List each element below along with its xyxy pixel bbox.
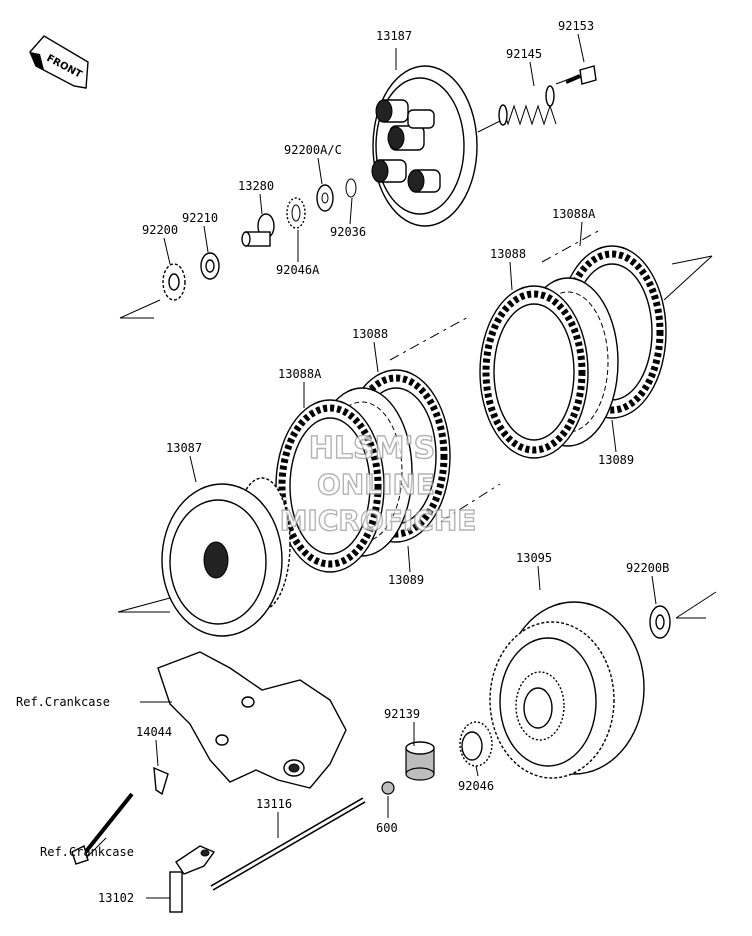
friction-plate-13088-top [479,285,589,459]
label-ref-crankcase-2: Ref.Crankcase [40,845,134,859]
steel-ball-600 [381,781,395,795]
pressure-plate [371,65,478,227]
label-14044: 14044 [136,725,172,739]
release-lever-13102 [169,845,216,913]
label-13088-mid: 13088 [352,327,388,341]
label-13087: 13087 [166,441,202,455]
watermark-line-2: ONLINE [317,468,435,501]
label-13095: 13095 [516,551,552,565]
clamp-14044 [153,766,169,796]
circlip-92036 [345,178,357,198]
watermark-line-1: HLSM'S [309,431,435,466]
sleeve-92139 [405,741,435,781]
watermark: HLSM'S ONLINE MICROFICHE [279,430,477,537]
label-13102: 13102 [98,891,134,905]
label-92200ac: 92200A/C [284,143,342,157]
thrust-washer-92200b [649,605,671,639]
label-13088a-top: 13088A [552,207,596,221]
label-13089-mid: 13089 [388,573,424,587]
label-92153: 92153 [558,19,594,33]
label-13187: 13187 [376,29,412,43]
front-arrow-icon: FRONT [29,35,89,89]
label-13089-right: 13089 [598,453,634,467]
label-92145: 92145 [506,47,542,61]
label-13280: 13280 [238,179,274,193]
lockwasher-92200 [162,263,186,301]
label-ref-crankcase-1: Ref.Crankcase [16,695,110,709]
needle-bearing-92046 [459,721,493,767]
part-labels: 13187 92153 92145 92200A/C 13280 92210 9… [16,19,669,905]
label-92200b: 92200B [626,561,669,575]
label-92200: 92200 [142,223,178,237]
label-92046: 92046 [458,779,494,793]
label-92036: 92036 [330,225,366,239]
label-13116: 13116 [256,797,292,811]
spring-bolt [565,65,597,85]
watermark-line-3: MICROFICHE [280,504,477,537]
clutch-spring [498,85,557,126]
crankcase-bolt [71,792,134,865]
clutch-hub-13087 [161,477,291,637]
label-92139: 92139 [384,707,420,721]
pushrod-13116 [210,797,366,891]
needle-bearing-92046a [286,197,306,229]
label-92210: 92210 [182,211,218,225]
clutch-housing-13095 [489,601,645,779]
friction-plate-13088a-mid [275,399,385,573]
label-92046a: 92046A [276,263,320,277]
assembly-lines [117,77,717,619]
label-13088a-mid: 13088A [278,367,322,381]
leader-lines [85,33,657,899]
label-13088-top: 13088 [490,247,526,261]
nut-92210 [200,252,220,280]
label-600: 600 [376,821,398,835]
crankcase-section [157,651,347,789]
pushrod-holder-13280 [241,213,275,247]
